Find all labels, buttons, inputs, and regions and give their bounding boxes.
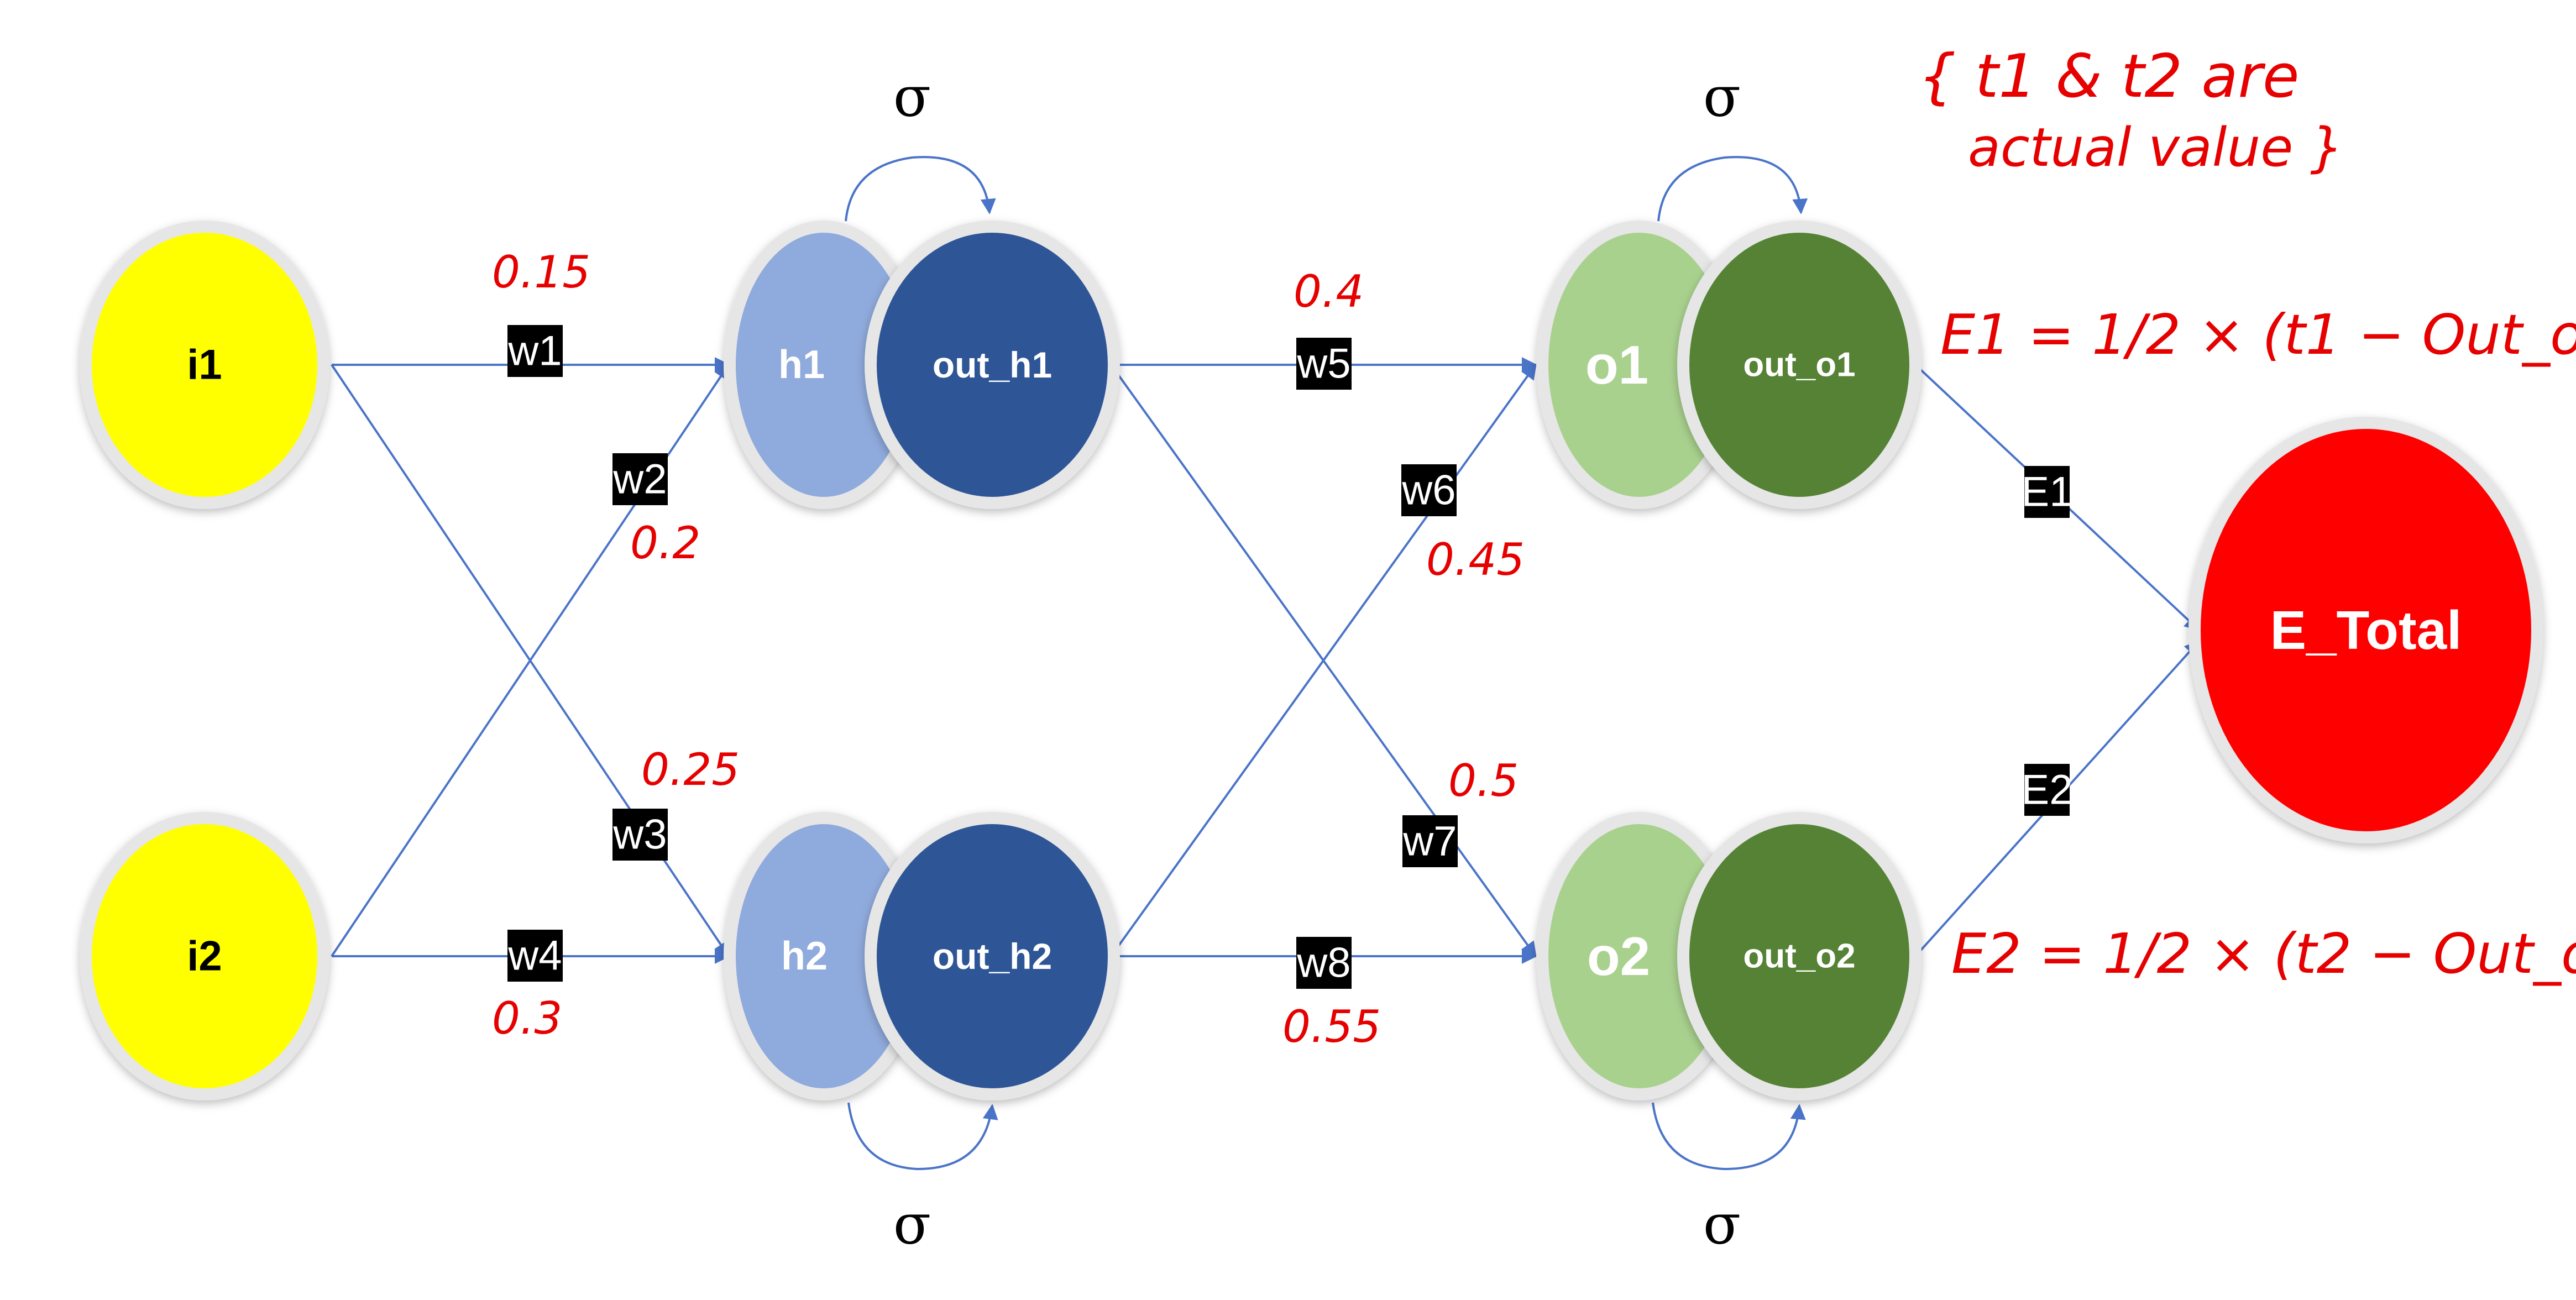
w7-label: w7	[1402, 818, 1457, 865]
w5-box	[1296, 338, 1352, 390]
w5-label: w5	[1296, 340, 1350, 387]
sigma-loop-o1	[1657, 156, 1808, 222]
node-out-h1	[865, 221, 1120, 509]
e2-formula: E2 = 1/2 × (t2 − Out_o2)²	[1951, 921, 2576, 986]
node-i1-label: i1	[187, 342, 222, 389]
node-e-total	[2188, 417, 2543, 843]
e2-label: E2	[2022, 767, 2073, 814]
w4-value: 0.3	[492, 993, 562, 1044]
e1-box	[2024, 466, 2070, 518]
note-line1: { t1 & t2 are	[1918, 42, 2299, 111]
w8-label: w8	[1296, 940, 1350, 987]
input-layer: i1 i2	[80, 221, 329, 1100]
e1-label: E1	[2022, 469, 2073, 516]
edge-h2-o1	[1110, 363, 1537, 957]
note-line2: actual value }	[1968, 117, 2344, 179]
w3-label: w3	[612, 811, 667, 858]
w1-label: w1	[507, 328, 562, 375]
output-layer: o1 out_o1 o2 out_o2	[1536, 221, 1921, 1100]
node-out-h1-label: out_h1	[933, 344, 1052, 385]
annotations: { t1 & t2 are actual value } E1 = 1/2 × …	[1918, 42, 2576, 986]
sigma-h2: σ	[893, 1192, 931, 1257]
w8-value: 0.55	[1282, 1001, 1381, 1052]
w3-value: 0.25	[641, 744, 740, 795]
sigma-h1: σ	[893, 65, 931, 129]
error-node-group: E_Total	[2188, 417, 2543, 843]
w4-label: w4	[507, 932, 562, 979]
w5-value: 0.4	[1294, 266, 1364, 317]
sigma-loop-h2	[847, 1102, 998, 1171]
w3-box	[612, 809, 668, 861]
w6-label: w6	[1401, 467, 1455, 514]
node-o2-label: o2	[1587, 926, 1650, 987]
hidden-layer: h1 out_h1 h2 out_h2	[724, 221, 1120, 1100]
w8-box	[1296, 937, 1352, 989]
sigma-loop-o2	[1652, 1102, 1806, 1171]
node-h2-label: h2	[781, 934, 828, 978]
node-out-o2-label: out_o2	[1743, 937, 1855, 976]
activation-loops	[845, 156, 1808, 1171]
node-i1	[80, 221, 329, 509]
sigma-o1: σ	[1703, 65, 1741, 129]
node-out-o2	[1677, 812, 1921, 1100]
sigma-loop-h1	[845, 156, 996, 222]
edges	[331, 357, 2201, 964]
node-h1-label: h1	[778, 343, 825, 387]
node-out-o1	[1677, 221, 1921, 509]
sigma-symbols: σ σ σ σ	[893, 65, 1741, 1257]
w2-label: w2	[612, 456, 667, 503]
e2-box	[2024, 764, 2070, 816]
weight-labels: w1 w2 w3 w4 w5 w6 w7 w8 E1 E2	[507, 325, 2072, 989]
node-i2-label: i2	[187, 933, 222, 980]
w6-value: 0.45	[1426, 534, 1525, 585]
w2-box	[612, 453, 668, 505]
w4-box	[507, 930, 563, 982]
w1-box	[507, 325, 563, 377]
node-e-total-label: E_Total	[2270, 600, 2462, 661]
node-out-o1-label: out_o1	[1743, 346, 1855, 384]
node-i2	[80, 812, 329, 1100]
w2-value: 0.2	[630, 517, 700, 569]
w6-box	[1401, 464, 1457, 516]
sigma-o2: σ	[1703, 1192, 1741, 1257]
w7-box	[1402, 815, 1458, 867]
node-out-h2	[865, 812, 1120, 1100]
node-out-h2-label: out_h2	[933, 936, 1052, 977]
node-o1-label: o1	[1585, 334, 1648, 395]
w7-value: 0.5	[1448, 755, 1519, 806]
weight-values: 0.15 0.2 0.25 0.3 0.4 0.45 0.5 0.55	[492, 247, 1525, 1052]
w1-value: 0.15	[492, 247, 590, 298]
e1-formula: E1 = 1/2 × (t1 − Out_o1)²	[1940, 302, 2576, 367]
